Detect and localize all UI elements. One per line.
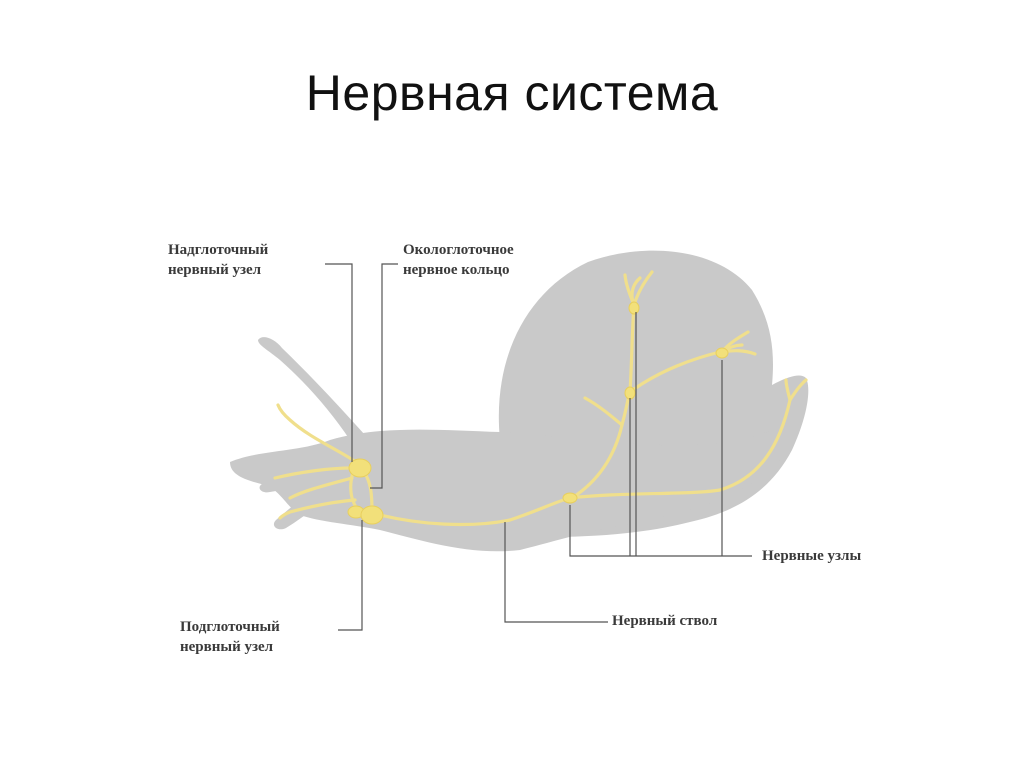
label-sub-line1: Подглоточный	[180, 619, 280, 635]
label-ganglia-text: Нервные узлы	[762, 548, 862, 564]
head-nerve-2	[273, 466, 354, 480]
label-trunk-text: Нервный ствол	[612, 613, 718, 629]
label-nerve-ring: Окологлоточное нервное кольцо	[403, 240, 514, 280]
label-nerve-ganglia: Нервные узлы	[762, 546, 861, 566]
ganglion-right	[715, 347, 729, 359]
leader-trunk	[504, 522, 608, 623]
label-sub-line2: нервный узел	[180, 639, 274, 655]
head-nerve-1	[276, 403, 358, 464]
leader-ganglia	[569, 312, 752, 557]
eye-stalk	[258, 337, 365, 440]
slide-title: Нервная система	[305, 65, 719, 121]
leader-sub	[338, 520, 363, 631]
ganglion-top	[628, 301, 640, 315]
label-ring-line2: нервное кольцо	[403, 262, 510, 278]
leader-lines	[325, 263, 752, 631]
tip-tail	[784, 378, 808, 402]
head-nerve-4	[278, 498, 357, 520]
subesophageal-ganglion-right	[360, 505, 384, 525]
leader-supra	[325, 263, 353, 462]
ganglia-group	[347, 301, 729, 525]
label-nerve-trunk: Нервный ствол	[612, 611, 717, 631]
nerve-network	[273, 270, 808, 527]
leader-ring	[370, 263, 398, 489]
ganglion-trunk	[562, 492, 578, 504]
lower-tentacle-right	[259, 478, 304, 493]
label-supra-line2: нервный узел	[168, 262, 262, 278]
label-subesophageal-ganglion: Подглоточный нервный узел	[180, 617, 280, 657]
label-ring-line1: Окологлоточное	[403, 242, 514, 258]
supraesophageal-ganglion	[348, 458, 372, 478]
nerve-trunk-path	[374, 398, 792, 527]
branch-right	[628, 350, 722, 394]
head-nerve-3	[288, 476, 354, 500]
label-supra-line1: Надглоточный	[168, 242, 269, 258]
ganglion-branch	[624, 386, 636, 400]
label-supraesophageal-ganglion: Надглоточный нервный узел	[168, 240, 268, 280]
branch-side	[583, 396, 624, 427]
